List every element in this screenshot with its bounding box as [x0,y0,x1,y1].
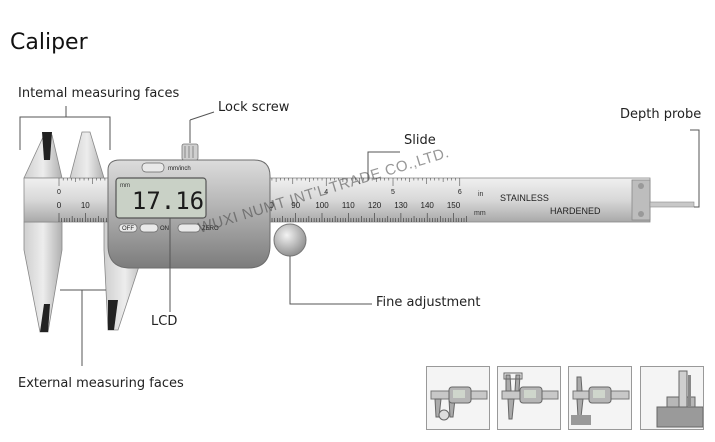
mm-tick-label: 110 [342,201,355,210]
label-external-measuring-faces: External measuring faces [18,376,184,391]
mm-tick-label: 150 [447,201,461,210]
label-lock-screw: Lock screw [218,100,290,115]
beam-end-cap [631,179,651,221]
label-internal-measuring-faces: Intemal measuring faces [18,86,180,101]
inch-tick-label: 6 [458,189,462,196]
inch-unit-label: in [478,191,484,198]
on-label: ON [160,226,169,232]
mm-tick-label: 10 [81,201,90,210]
mm-tick-label: 140 [421,201,435,210]
inch-tick-label: 5 [391,189,395,196]
label-depth-probe: Depth probe [620,107,702,122]
mm-tick-label: 120 [368,201,382,210]
mm-tick-label: 0 [57,201,62,210]
lcd-unit-small: mm [120,183,130,189]
page-title: Caliper [10,30,88,55]
hardened-text: HARDENED [550,206,601,216]
sliding-upper-jaw [69,131,105,179]
mm-tick-label: 130 [394,201,408,210]
usage-thumbnail-step [568,366,632,430]
usage-thumbnail-internal [497,366,561,430]
mm-tick-label: 90 [291,201,300,210]
stainless-text: STAINLESS [500,193,549,203]
usage-thumbnail-external [426,366,490,430]
lcd-window [115,177,207,219]
mm-tick-label: 100 [315,201,329,210]
inch-tick-label: 4 [324,189,328,196]
off-button[interactable] [118,223,138,233]
zero-label: ZERO [202,226,219,232]
off-label: OFF [122,226,134,232]
zero-button[interactable] [177,223,201,233]
label-fine-adjustment: Fine adjustment [376,295,481,310]
usage-thumbnail-depth [640,366,704,430]
label-slide: Slide [404,133,436,148]
lcd-reading: 17.16 [132,187,204,215]
on-button[interactable] [139,223,159,233]
fine-adjustment-wheel[interactable] [273,223,307,257]
mm-unit-label: mm [474,210,486,217]
label-lcd: LCD [151,314,178,329]
mm-inch-label: mm/inch [168,166,191,172]
depth-probe [649,201,695,208]
inch-tick-label: 0 [57,189,61,196]
leader-lines [19,106,700,366]
mm-inch-button[interactable] [141,162,165,173]
lock-screw[interactable] [181,143,199,161]
